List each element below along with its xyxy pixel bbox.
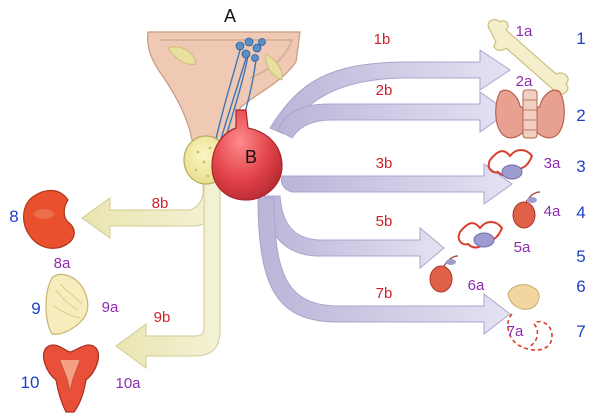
number-10: 10: [21, 373, 40, 392]
target-label-10a: 10a: [115, 375, 141, 392]
uterus-icon: [43, 344, 99, 413]
target-label-4a: 4a: [544, 203, 561, 220]
target-label-8a: 8a: [54, 255, 71, 272]
arrow-label-9b: 9b: [154, 309, 171, 326]
adrenal-ovary-icon: [487, 149, 534, 180]
arrow-label-3b: 3b: [376, 155, 393, 172]
arrow-1b: [269, 49, 511, 135]
kidney-icon: [23, 189, 75, 249]
pancreas-icon: [507, 284, 553, 351]
target-label-9a: 9a: [102, 299, 119, 316]
number-3: 3: [576, 157, 585, 176]
number-6: 6: [576, 277, 585, 296]
arrow-label-2b: 2b: [376, 82, 393, 99]
anterior-pituitary: [211, 109, 283, 201]
arrow-label-8b: 8b: [152, 195, 169, 212]
arrow-5b: [263, 195, 445, 270]
arrow-label-7b: 7b: [376, 285, 393, 302]
arrow-label-5b: 5b: [376, 213, 393, 230]
hypothalamus-region: [147, 31, 301, 153]
label-B: B: [245, 147, 257, 167]
arrow-3b: [281, 163, 513, 205]
breast-icon: [45, 273, 89, 335]
number-2: 2: [576, 106, 585, 125]
number-4: 4: [576, 203, 585, 222]
adrenal-ovary-icon-2: [457, 221, 504, 249]
arrow-9b: [115, 179, 221, 369]
thyroid-icon: [495, 89, 565, 139]
testis-icon: [512, 191, 541, 229]
target-label-5a: 5a: [514, 239, 531, 256]
bone-icon: [487, 18, 569, 95]
target-label-6a: 6a: [468, 277, 485, 294]
neurons-icon: [235, 37, 266, 62]
testis-icon-2: [429, 255, 459, 293]
target-label-2a: 2a: [516, 73, 533, 90]
target-label-7a: 7a: [507, 323, 524, 340]
target-label-3a: 3a: [544, 155, 561, 172]
arrow-label-1b: 1b: [374, 31, 391, 48]
number-1: 1: [576, 29, 585, 48]
target-label-1a: 1a: [516, 23, 533, 40]
label-A: A: [224, 6, 236, 26]
number-5: 5: [576, 247, 585, 266]
number-8: 8: [9, 207, 18, 226]
arrow-7b: [257, 197, 511, 336]
number-9: 9: [31, 299, 40, 318]
number-7: 7: [576, 322, 585, 341]
arrow-8b: [81, 174, 220, 239]
